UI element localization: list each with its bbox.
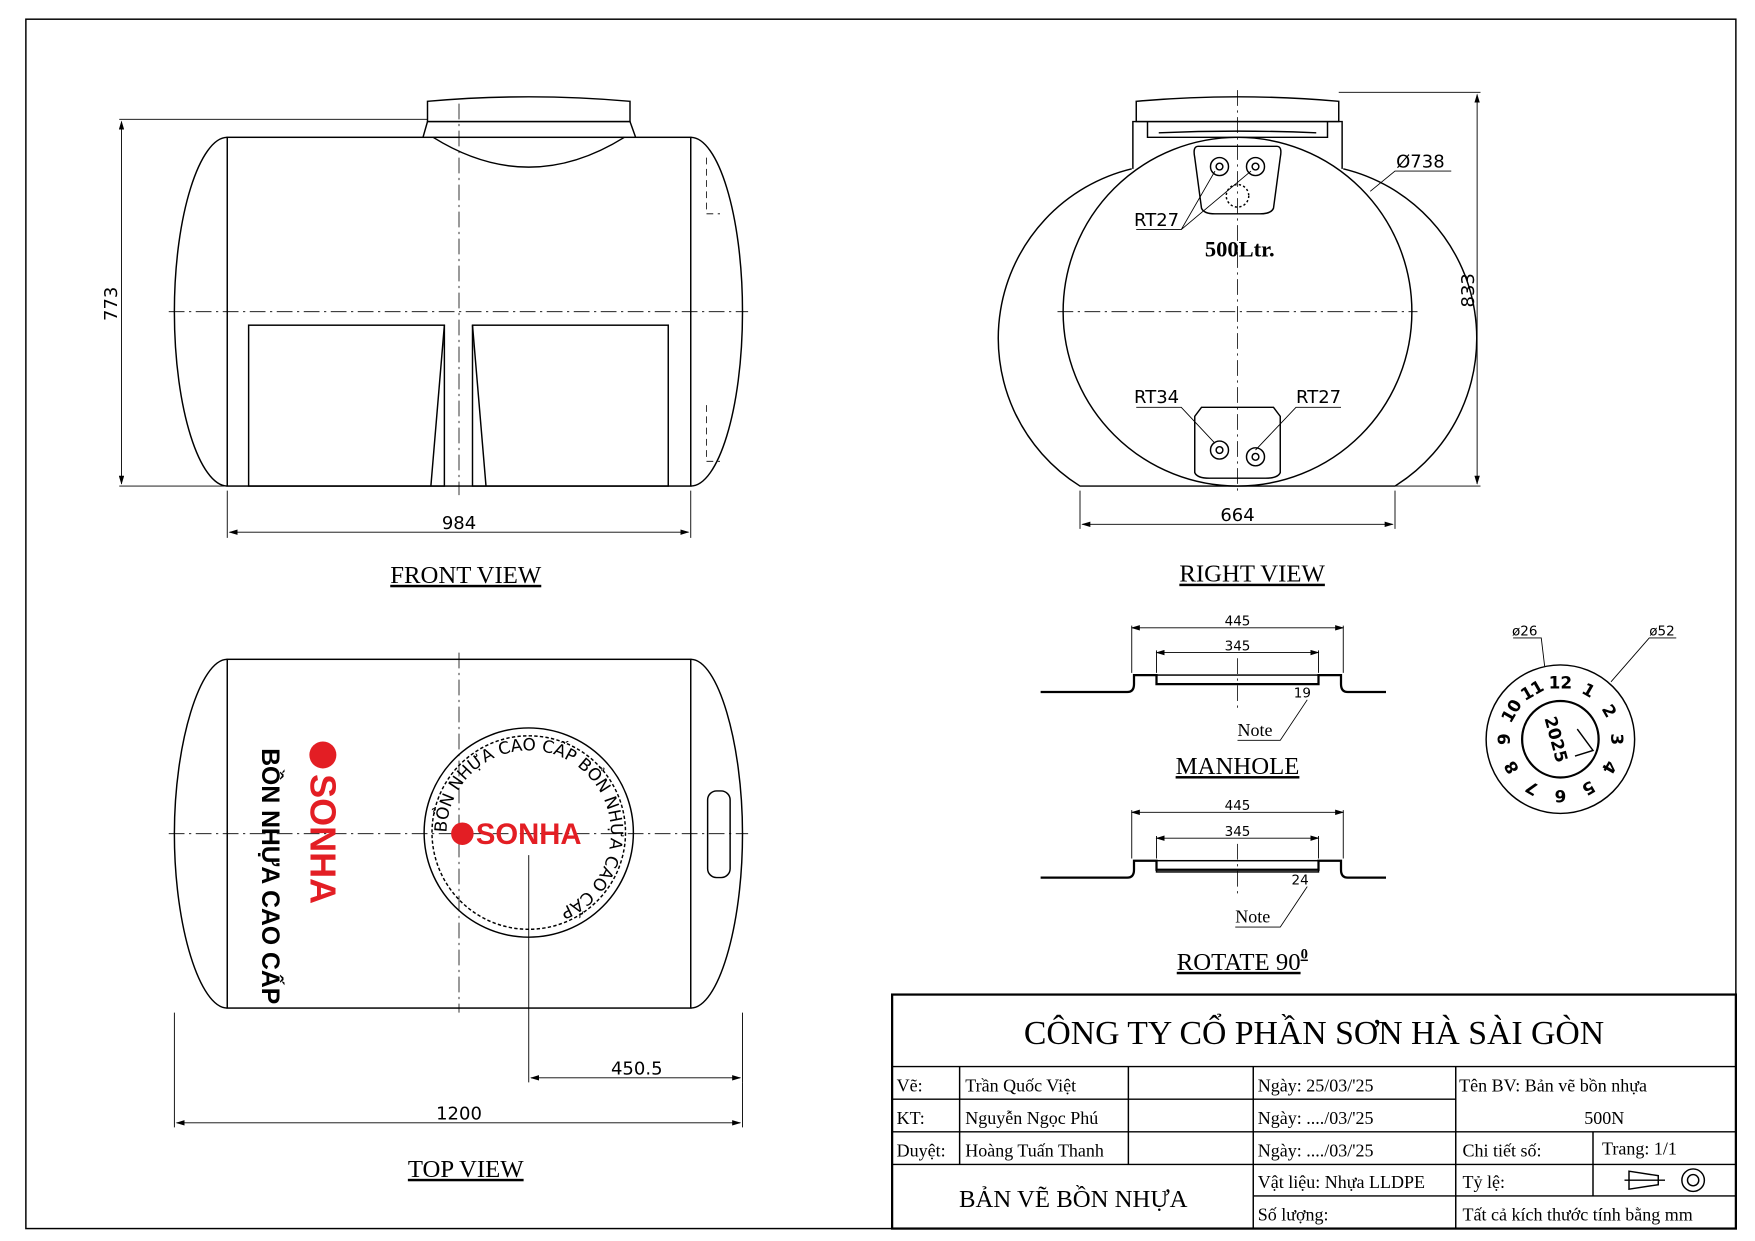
manhole-label: MANHOLE <box>1176 753 1300 780</box>
date-wheel-year: 2025 <box>1541 714 1572 765</box>
material: Vật liệu: Nhựa LLDPE <box>1258 1172 1425 1192</box>
company-name: CÔNG TY CỔ PHẦN SƠN HÀ SÀI GÒN <box>1024 1013 1604 1052</box>
page-number: Trang: 1/1 <box>1602 1138 1677 1158</box>
date-wheel-month: 11 <box>1517 676 1547 705</box>
svg-text:SONHA: SONHA <box>476 819 582 851</box>
right-width-dim: 664 <box>1220 505 1254 526</box>
role-approved: Duyệt: <box>897 1141 946 1161</box>
name-approved: Hoàng Tuấn Thanh <box>965 1141 1104 1161</box>
date-wheel-month: 2 <box>1598 701 1621 721</box>
right-view: RT27 500Ltr. Ø738 RT34 RT27 833 664 RIGH… <box>997 90 1481 588</box>
port-label-top: RT27 <box>1134 210 1179 231</box>
manhole-detail: 445 345 19 Note MANHOLE <box>1040 614 1386 780</box>
projection-symbol <box>1624 1168 1706 1193</box>
manhole-note: Note <box>1238 720 1273 740</box>
rotate-outer-dim: 445 <box>1225 798 1251 814</box>
diameter-label: Ø738 <box>1396 152 1445 173</box>
rotate-depth-dim: 24 <box>1292 872 1309 888</box>
right-view-label: RIGHT VIEW <box>1179 561 1325 588</box>
date-wheel-month: 12 <box>1549 673 1572 693</box>
front-width-dim: 984 <box>442 513 476 534</box>
sonha-logo-vertical: SONHA <box>303 741 344 904</box>
name-checked: Nguyễn Ngọc Phú <box>965 1108 1098 1128</box>
capacity-label: 500Ltr. <box>1205 237 1275 262</box>
rotate-label: ROTATE 900 <box>1177 947 1308 976</box>
date-wheel-month: 7 <box>1522 777 1542 800</box>
date-approved: Ngày: ..../03/'25 <box>1258 1141 1374 1161</box>
right-height-dim: 833 <box>1458 273 1479 307</box>
port-label-bottom-right: RT27 <box>1296 387 1341 408</box>
port-label-bottom-left: RT34 <box>1134 387 1179 408</box>
svg-text:SONHA: SONHA <box>303 774 344 904</box>
date-wheel-month: 4 <box>1598 757 1621 777</box>
role-drawn: Vẽ: <box>897 1075 923 1095</box>
wheel-inner-dia: ø26 <box>1512 624 1537 640</box>
rotate-note: Note <box>1235 907 1270 927</box>
quantity: Số lượng: <box>1258 1205 1329 1225</box>
main-title: BẢN VẼ BỒN NHỰA <box>959 1184 1188 1213</box>
date-wheel-month: 10 <box>1497 696 1526 726</box>
units-note: Tất cả kích thước tính bằng mm <box>1463 1205 1693 1225</box>
sonha-logo-round: SONHA <box>451 819 582 851</box>
role-checked: KT: <box>897 1108 925 1128</box>
date-drawn: Ngày: 25/03/'25 <box>1258 1075 1374 1095</box>
date-wheel-month: 3 <box>1607 733 1627 745</box>
slogan-vertical: BỒN NHỰA CAO CẤP <box>256 748 284 1004</box>
manhole-depth-dim: 19 <box>1294 686 1311 702</box>
manhole-outer-dim: 445 <box>1225 614 1251 630</box>
top-length-dim: 1200 <box>436 1103 482 1124</box>
title-block: CÔNG TY CỔ PHẦN SƠN HÀ SÀI GÒN Vẽ: Trần … <box>891 993 1737 1230</box>
front-height-dim: 773 <box>101 287 122 321</box>
top-offset-dim: 450.5 <box>611 1058 663 1079</box>
detail-number: Chi tiết số: <box>1463 1141 1542 1161</box>
front-view-label: FRONT VIEW <box>390 562 542 589</box>
wheel-outer-dia: ø52 <box>1649 624 1674 640</box>
top-view: BỒN NHỰA CAO CẤP BỒN NHỰA CAO CẤP SONHA … <box>168 652 749 1183</box>
drawing-model: 500N <box>1584 1108 1624 1128</box>
top-view-label: TOP VIEW <box>408 1156 524 1183</box>
handle-slot <box>706 790 731 879</box>
rotate-inner-dim: 345 <box>1225 824 1251 840</box>
drawing-name: Tên BV: Bản vẽ bồn nhựa <box>1459 1075 1647 1095</box>
date-checked: Ngày: ..../03/'25 <box>1258 1108 1374 1128</box>
date-wheel-month: 6 <box>1555 786 1567 806</box>
drawing-border <box>25 18 1737 1230</box>
front-view: 773 984 FRONT VIEW <box>101 96 749 589</box>
manhole-inner-dim: 345 <box>1225 638 1251 654</box>
date-wheel-month: 9 <box>1494 733 1514 745</box>
name-drawn: Trần Quốc Việt <box>965 1075 1076 1095</box>
date-wheel-month: 8 <box>1500 757 1523 777</box>
scale-label: Tỷ lệ: <box>1463 1172 1506 1192</box>
date-wheel-month: 1 <box>1579 679 1599 702</box>
date-wheel-month: 5 <box>1579 777 1599 800</box>
rotate-detail: 445 345 24 Note ROTATE 900 <box>1040 798 1386 976</box>
